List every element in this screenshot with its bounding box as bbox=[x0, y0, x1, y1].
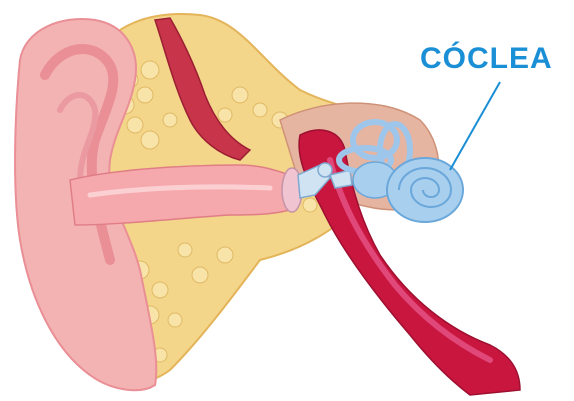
cochlea-label: CÓCLEA bbox=[420, 42, 553, 76]
cochlea-leader-line bbox=[450, 82, 500, 170]
